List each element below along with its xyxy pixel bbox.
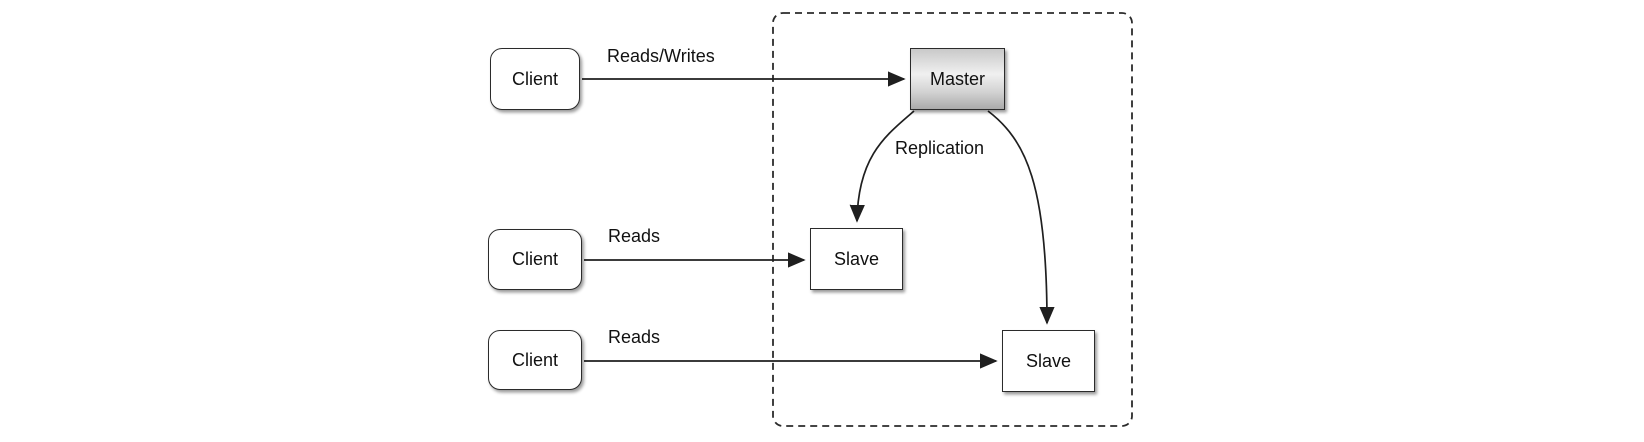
node-client-1-label: Client [511, 68, 559, 89]
edge-label-reads-bottom: Reads [608, 327, 661, 347]
node-slave-1-label: Slave [833, 248, 880, 269]
node-slave-1: Slave [810, 228, 903, 290]
node-master-label: Master [929, 68, 985, 89]
edge-label-reads-writes: Reads/Writes [607, 46, 715, 66]
node-master: Master [910, 48, 1005, 110]
node-client-1: Client [490, 48, 580, 110]
node-client-3: Client [488, 330, 582, 390]
edge-master-slave2 [987, 110, 1055, 325]
edge-master-slave1 [849, 110, 915, 223]
node-slave-2: Slave [1002, 330, 1095, 392]
node-client-2-label: Client [511, 249, 559, 269]
replication-group-border [772, 12, 1133, 427]
node-client-3-label: Client [511, 349, 559, 370]
edge-label-reads-top: Reads [608, 226, 661, 246]
edge-label-replication: Replication [895, 138, 985, 158]
node-client-2: Client [488, 229, 582, 290]
node-slave-2-label: Slave [1025, 350, 1072, 371]
